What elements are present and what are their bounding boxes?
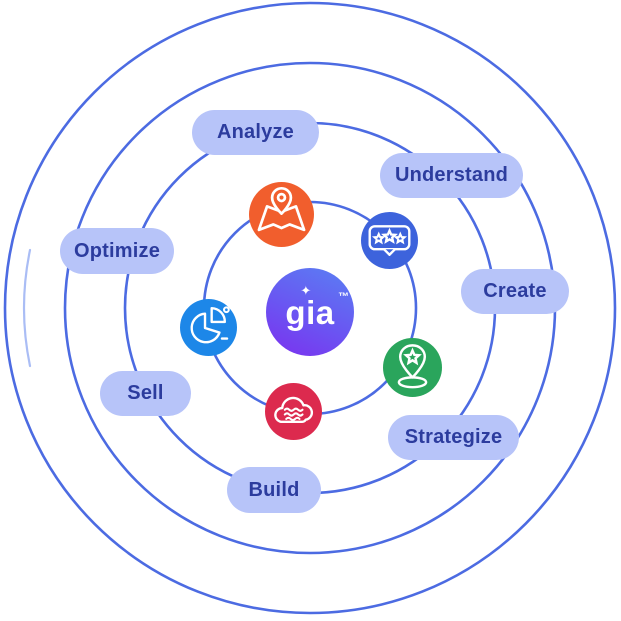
gia-wordmark: ✦ gia ™: [285, 284, 349, 331]
cloud-waves-node: [265, 383, 322, 440]
location-star-node: [383, 338, 442, 397]
trademark-symbol: ™: [338, 290, 350, 303]
label-optimize: Optimize: [60, 228, 174, 274]
orbit-ring-outer: [3, 1, 617, 615]
sparkle-icon: ✦: [300, 282, 312, 298]
pie-chart-node: [180, 299, 237, 356]
map-location-icon: [249, 182, 314, 247]
cloud-waves-icon: [265, 383, 322, 440]
location-star-icon: [383, 338, 442, 397]
label-strategize: Strategize: [388, 415, 519, 460]
label-understand: Understand: [380, 153, 523, 198]
gia-wordmark-text: gia: [285, 293, 335, 331]
label-sell: Sell: [100, 371, 191, 416]
label-create: Create: [461, 269, 569, 314]
label-build: Build: [227, 467, 321, 513]
review-stars-icon: [361, 212, 418, 269]
pie-chart-icon: [180, 299, 237, 356]
map-location-node: [249, 182, 314, 247]
orbit-highlight-arc: [23, 248, 32, 368]
gia-logo-badge: ✦ gia ™: [266, 268, 354, 356]
icon-bg: [265, 383, 322, 440]
review-stars-node: [361, 212, 418, 269]
label-analyze: Analyze: [192, 110, 319, 155]
